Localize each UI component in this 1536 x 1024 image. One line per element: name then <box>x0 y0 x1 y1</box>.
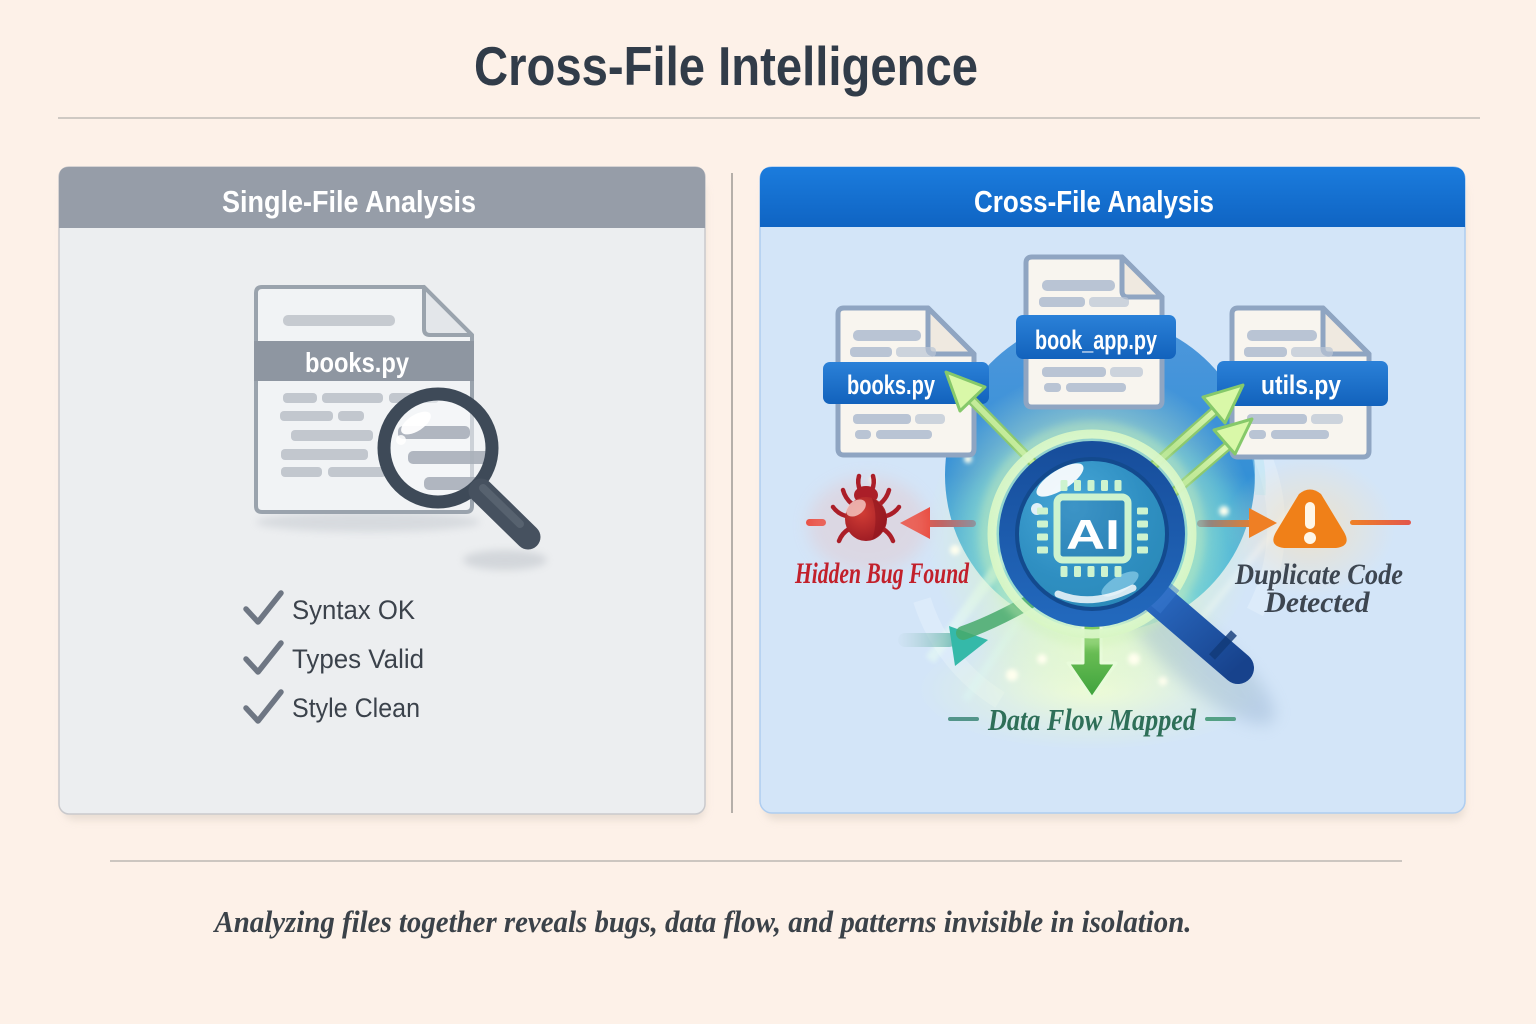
svg-text:Cross-File Intelligence: Cross-File Intelligence <box>474 35 978 97</box>
svg-text:Detected: Detected <box>1264 586 1371 619</box>
svg-text:Style Clean: Style Clean <box>292 693 420 723</box>
svg-text:books.py: books.py <box>847 370 935 400</box>
svg-text:Hidden Bug Found: Hidden Bug Found <box>794 557 969 590</box>
svg-text:Single-File Analysis: Single-File Analysis <box>222 184 476 219</box>
svg-text:AI: AI <box>1066 511 1120 558</box>
svg-text:utils.py: utils.py <box>1261 370 1341 400</box>
svg-text:Data Flow Mapped: Data Flow Mapped <box>987 702 1196 737</box>
svg-text:Analyzing files together revea: Analyzing files together reveals bugs, d… <box>213 904 1192 939</box>
svg-text:book_app.py: book_app.py <box>1035 325 1157 355</box>
svg-text:Duplicate Code: Duplicate Code <box>1234 558 1403 591</box>
svg-text:Syntax OK: Syntax OK <box>292 595 415 625</box>
svg-text:books.py: books.py <box>305 347 409 378</box>
svg-text:Cross-File Analysis: Cross-File Analysis <box>974 184 1214 219</box>
svg-text:Types Valid: Types Valid <box>292 644 424 674</box>
